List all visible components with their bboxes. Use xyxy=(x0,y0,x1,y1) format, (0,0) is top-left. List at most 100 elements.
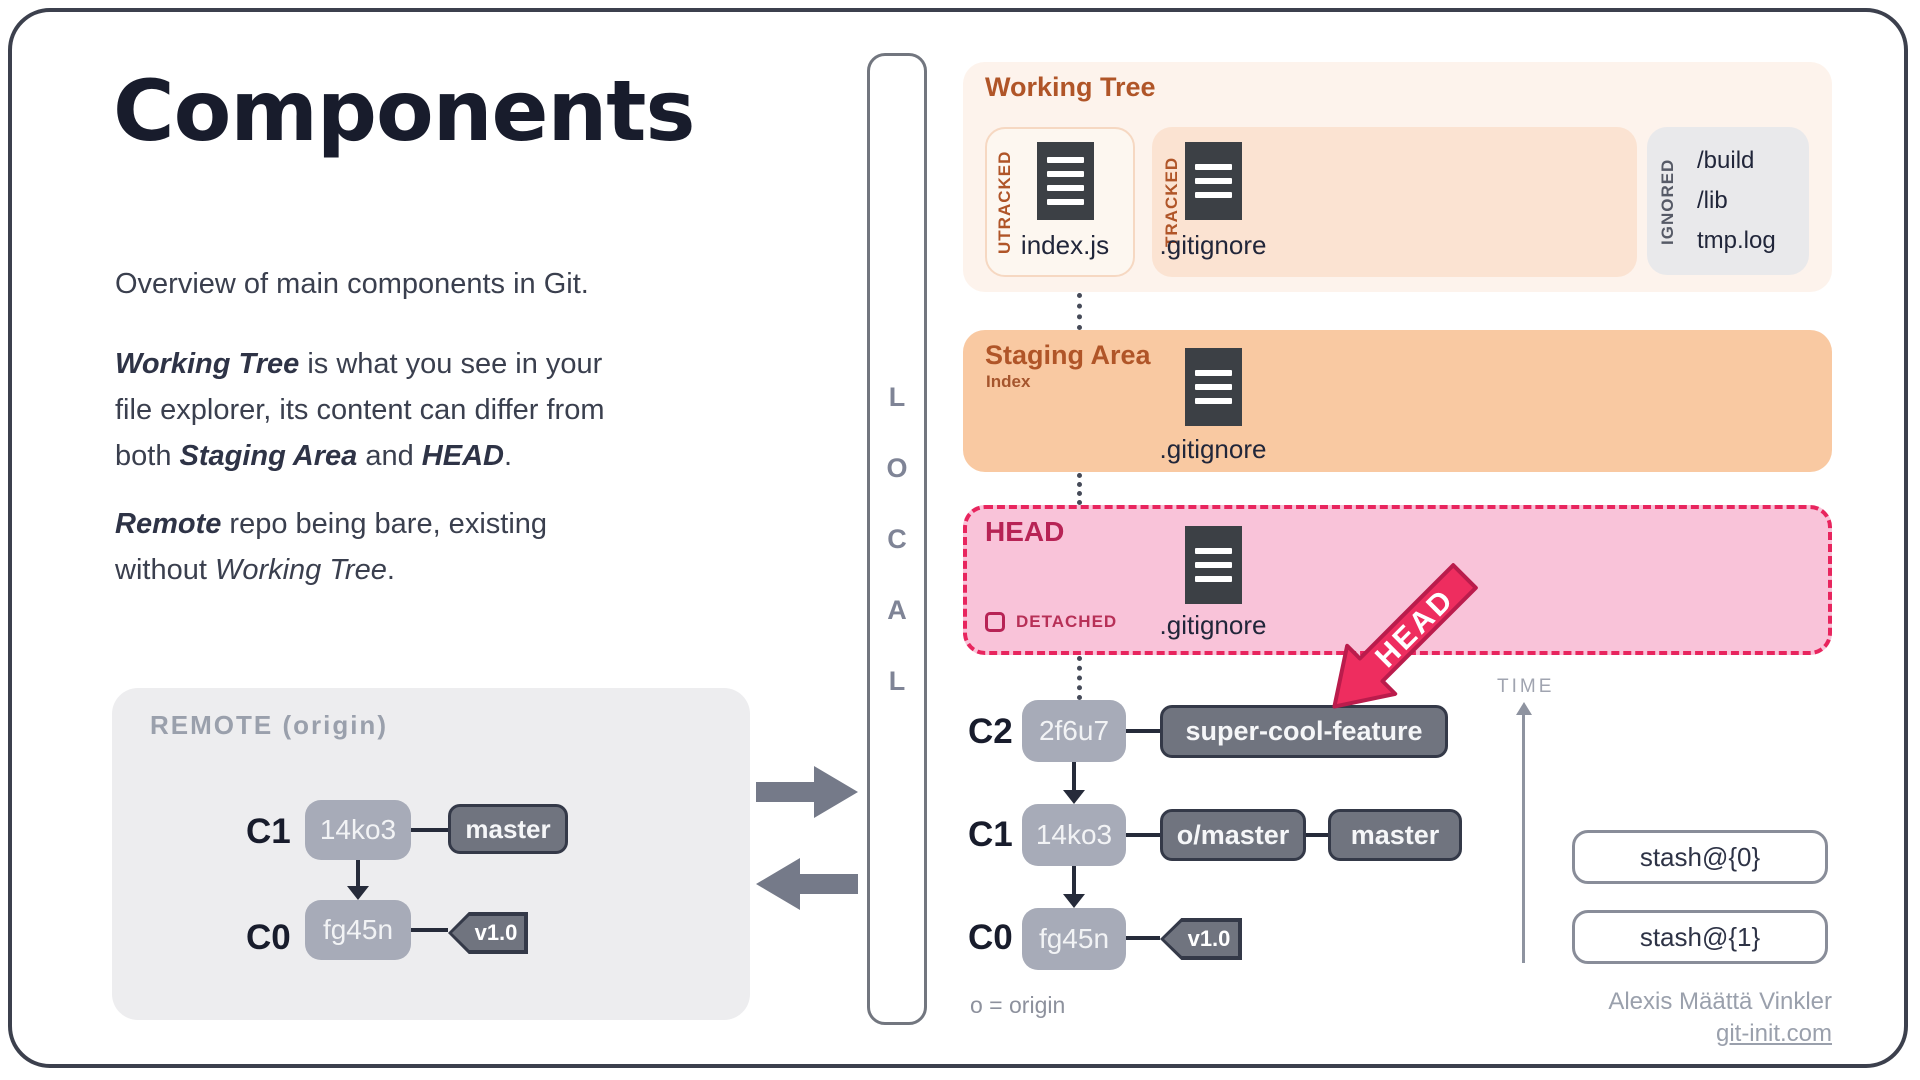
remote-panel xyxy=(112,688,750,1020)
head-term: HEAD xyxy=(421,440,504,472)
commit-label-c0: C0 xyxy=(968,918,1013,957)
paragraph-text: repo being bare, existing without xyxy=(115,508,548,586)
detached-option: DETACHED xyxy=(985,612,1117,632)
untracked-file-name: index.js xyxy=(1020,230,1110,260)
file-icon xyxy=(1185,142,1242,220)
connector-line xyxy=(1306,833,1328,837)
detached-checkbox xyxy=(985,612,1005,632)
staging-area-term: Staging Area xyxy=(179,440,358,472)
detached-label: DETACHED xyxy=(1016,612,1118,631)
branch-master: master xyxy=(1328,809,1462,861)
commit-arrow xyxy=(356,860,360,887)
connector-line xyxy=(1126,833,1160,837)
tag-label: v1.0 xyxy=(1187,926,1231,951)
file-icon-line xyxy=(1195,192,1232,198)
ignored-item: tmp.log xyxy=(1697,227,1776,254)
connector-line xyxy=(1126,729,1160,733)
local-repo-bar: L O C A L xyxy=(867,53,927,1025)
tag-fill xyxy=(1164,922,1238,956)
paragraph-text: . xyxy=(503,440,513,472)
paragraph-text: . xyxy=(386,554,395,586)
commit-node-c0: fg45n xyxy=(1022,908,1126,970)
origin-legend: o = origin xyxy=(970,992,1066,1018)
remote-commit-label-c1: C1 xyxy=(246,812,291,851)
file-icon-line xyxy=(1195,370,1232,376)
intro-text: Overview of main components in Git. xyxy=(115,268,589,300)
connector-line xyxy=(411,928,448,932)
author-name: Alexis Määttä Vinkler xyxy=(1608,988,1832,1015)
staging-file-name: .gitignore xyxy=(1159,434,1267,464)
remote-term: Remote xyxy=(115,508,222,540)
local-letter: O xyxy=(886,452,908,483)
tag-v1: v1.0 xyxy=(1160,918,1242,960)
branch-o-master: o/master xyxy=(1160,809,1306,861)
commit-node-c1: 14ko3 xyxy=(1022,804,1126,866)
stash-item-1: stash@{1} xyxy=(1572,910,1828,964)
file-icon-line xyxy=(1195,562,1232,568)
working-tree-title: Working Tree xyxy=(985,72,1156,102)
file-icon xyxy=(1185,348,1242,426)
head-title: HEAD xyxy=(985,516,1065,547)
staging-index-subtitle: Index xyxy=(986,372,1031,391)
remote-panel-title: REMOTE (origin) xyxy=(150,710,388,740)
tracked-file-name: .gitignore xyxy=(1159,230,1267,260)
pull-arrow-icon xyxy=(756,858,858,910)
connector-line xyxy=(411,828,448,832)
commit-label-c2: C2 xyxy=(968,712,1013,751)
working-tree-term-italic: Working Tree xyxy=(214,554,387,586)
ignored-label: IGNORED xyxy=(1658,158,1677,246)
file-icon-line xyxy=(1047,171,1084,177)
file-icon-line xyxy=(1195,398,1232,404)
file-icon-line xyxy=(1047,199,1084,205)
remote-commit-node-c1: 14ko3 xyxy=(305,800,411,860)
dotted-connector xyxy=(1077,473,1082,505)
file-icon-line xyxy=(1195,178,1232,184)
ignored-item: /build xyxy=(1697,147,1755,174)
ignored-file-list: /build /lib tmp.log xyxy=(1697,141,1776,261)
ignored-section xyxy=(1647,127,1809,275)
remote-commit-node-c0: fg45n xyxy=(305,900,411,960)
paragraph-text: and xyxy=(357,440,422,472)
commit-arrow xyxy=(1072,866,1076,895)
file-icon xyxy=(1185,526,1242,604)
push-arrow-icon xyxy=(756,766,858,818)
file-icon-line xyxy=(1195,164,1232,170)
site-link[interactable]: git-init.com xyxy=(1715,1020,1832,1047)
file-icon xyxy=(1037,142,1094,220)
commit-node-c2: 2f6u7 xyxy=(1022,700,1126,762)
commit-arrow xyxy=(1072,762,1076,791)
paragraph-text: is what you see in your file explorer, i… xyxy=(115,348,605,472)
file-icon-line xyxy=(1047,185,1084,191)
time-label: TIME xyxy=(1497,676,1555,697)
staging-area-panel xyxy=(963,330,1832,472)
local-letter: L xyxy=(888,381,906,412)
commit-label-c1: C1 xyxy=(968,815,1013,854)
file-icon-line xyxy=(1195,548,1232,554)
remote-branch-master: master xyxy=(448,804,568,854)
tag-fill xyxy=(452,916,524,950)
local-letter: A xyxy=(887,594,907,625)
stash-item-0: stash@{0} xyxy=(1572,830,1828,884)
working-tree-term: Working Tree xyxy=(115,348,300,380)
connector-line xyxy=(1126,936,1160,940)
page-title: Components xyxy=(113,62,695,160)
remote-tag-v1: v1.0 xyxy=(448,912,528,954)
footer-credits: Alexis Määttä Vinkler git-init.com xyxy=(1608,986,1832,1050)
remote-commit-label-c0: C0 xyxy=(246,918,291,957)
working-tree-paragraph: Working Tree is what you see in your fil… xyxy=(115,341,627,479)
remote-paragraph: Remote repo being bare, existing without… xyxy=(115,501,627,593)
ignored-item: /lib xyxy=(1697,187,1728,214)
head-file-name: .gitignore xyxy=(1159,610,1267,640)
time-axis-arrow xyxy=(1516,702,1532,963)
dotted-connector xyxy=(1077,656,1082,700)
file-icon-line xyxy=(1047,157,1084,163)
dotted-connector xyxy=(1077,293,1082,330)
staging-area-title: Staging Area xyxy=(985,340,1151,370)
tag-label: v1.0 xyxy=(474,920,518,945)
local-letter: L xyxy=(888,665,906,696)
file-icon-line xyxy=(1195,576,1232,582)
local-letter: C xyxy=(887,523,907,554)
file-icon-line xyxy=(1195,384,1232,390)
intro-paragraph: Overview of main components in Git. xyxy=(115,261,627,307)
